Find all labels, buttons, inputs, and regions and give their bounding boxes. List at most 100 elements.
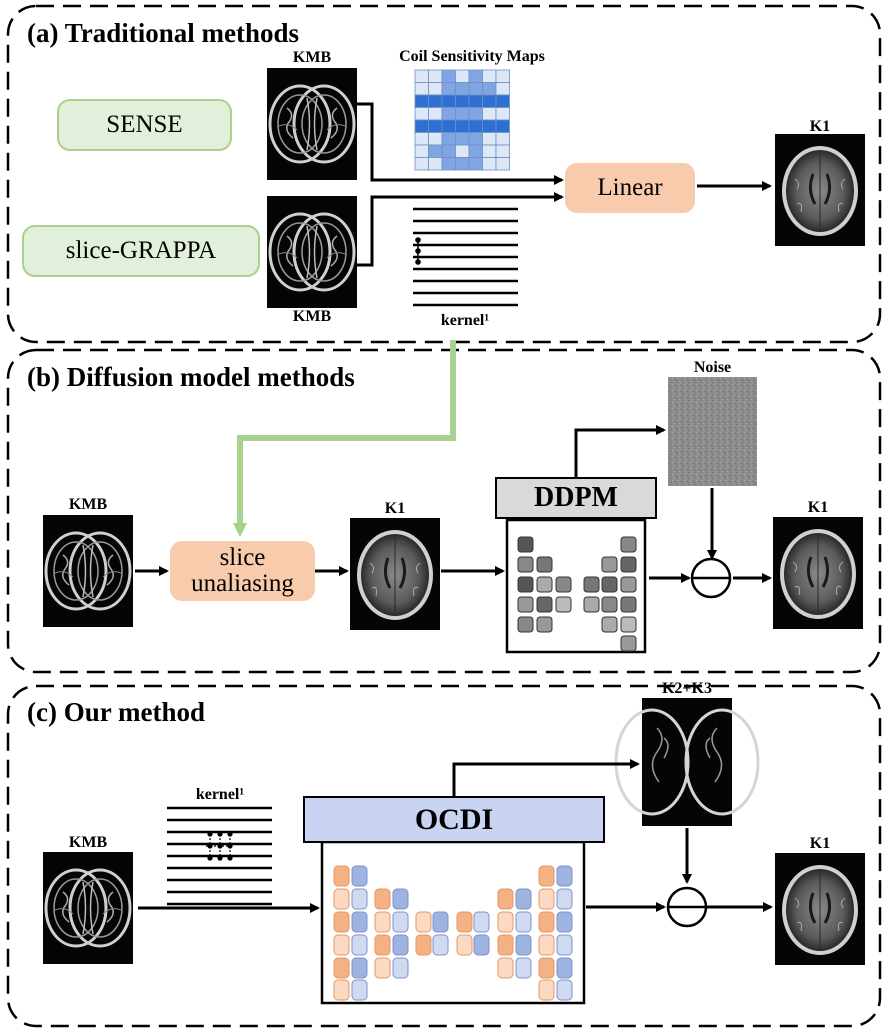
coil-cell [414,82,429,96]
coil-cell [495,132,510,146]
ocdi-block [456,911,473,933]
coil-cell [455,157,470,171]
k1-label-b-out: K1 [807,499,829,516]
coil-sensitivity-grid [414,69,510,171]
coil-cell [455,107,470,121]
ocdi-header: OCDI [303,796,605,843]
coil-cell [495,119,510,133]
arrow-kmb-bottom-to-linear [357,192,564,267]
ddpm-block [517,596,534,613]
coil-cell [468,132,483,146]
k1-image-b-out [771,515,865,631]
coil-cell [468,107,483,121]
subtract-circle-icon-c [666,886,708,928]
ocdi-block [497,957,514,979]
ocdi-block [374,911,391,933]
coil-cell [468,157,483,171]
k2k3-label: K2+K3 [661,680,712,697]
ocdi-block [392,934,409,956]
ocdi-block [374,888,391,910]
arrow-ddpm-to-noise [574,425,666,477]
k1-image-a [773,132,867,248]
ocdi-block [432,934,449,956]
kmb-image-top [265,66,359,182]
coil-cell [455,94,470,108]
coil-cell [482,157,497,171]
coil-cell [468,144,483,158]
coil-cell [455,144,470,158]
coil-cell [482,144,497,158]
slice-unaliasing-line1: slice [219,544,266,571]
kernel-label-c: kernel¹ [195,786,245,803]
kmb-label-bottom: KMB [292,308,332,325]
ocdi-block [515,934,532,956]
ocdi-block [374,934,391,956]
coil-cell [468,119,483,133]
ddpm-block [601,616,618,633]
coil-cell [428,69,443,83]
slice-unaliasing-box: slice unaliasing [170,541,315,601]
ocdi-block [538,911,555,933]
coil-cell [455,119,470,133]
ocdi-unet-blocks [333,865,573,1001]
k2k3-image [614,696,760,828]
panel-a-frame [6,4,882,344]
ddpm-unet-blocks [517,536,637,652]
ddpm-block [517,556,534,573]
coil-cell [428,119,443,133]
kmb-image-c [41,850,135,966]
kmb-label-b: KMB [68,496,108,513]
ocdi-block [497,888,514,910]
panel-b-title: (b) Diffusion model methods [27,362,355,392]
coil-cell [414,144,429,158]
ocdi-block [473,934,490,956]
k1-label-a: K1 [809,118,831,135]
ocdi-block [497,911,514,933]
ocdi-block [538,865,555,887]
ocdi-block [333,865,350,887]
ocdi-block [333,888,350,910]
slice-grappa-box: slice-GRAPPA [22,225,260,277]
ocdi-block [538,957,555,979]
green-arrow-kernel-to-unaliasing [233,340,456,537]
ocdi-block [392,888,409,910]
coil-cell [482,107,497,121]
kmb-label-top: KMB [292,49,332,66]
ddpm-block [583,596,600,613]
coil-cell [455,69,470,83]
coil-cell [428,132,443,146]
ddpm-block [620,596,637,613]
coil-cell [441,82,456,96]
coil-cell [441,69,456,83]
k1-label-b-mid: K1 [384,500,406,517]
ocdi-block [392,911,409,933]
kernel-label-a: kernel¹ [440,312,490,329]
coil-cell [414,107,429,121]
coil-cell [414,69,429,83]
ocdi-block [556,979,573,1001]
ddpm-block [601,596,618,613]
coil-cell [495,107,510,121]
ocdi-block [556,865,573,887]
coil-cell [428,144,443,158]
ddpm-block [555,576,572,593]
ddpm-block [583,576,600,593]
ddpm-block [601,556,618,573]
ddpm-block [517,536,534,553]
ddpm-block [536,596,553,613]
arrow-ocdi-to-k2k3 [452,759,640,796]
arrow-kmb-top-to-linear [357,102,564,185]
noise-image [668,377,757,486]
ddpm-block [620,576,637,593]
coil-cell [482,119,497,133]
coil-cell [455,132,470,146]
coil-cell [495,69,510,83]
ocdi-block [351,865,368,887]
coil-cell [441,157,456,171]
coil-cell [428,82,443,96]
ocdi-block [333,979,350,1001]
ocdi-block [351,979,368,1001]
ocdi-block [473,911,490,933]
ocdi-block [538,979,555,1001]
coil-cell [495,144,510,158]
